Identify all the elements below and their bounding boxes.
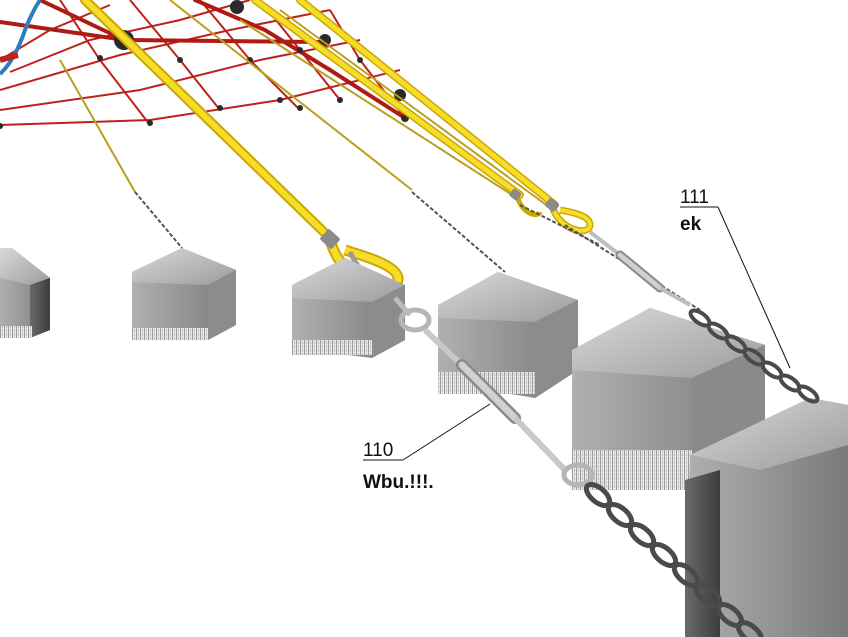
anchor-block <box>292 258 405 358</box>
turnbuckle-110 <box>393 296 595 488</box>
anchor-block <box>132 248 236 340</box>
blue-rope <box>0 0 42 76</box>
callout-110-label: Wbu.!!!. <box>363 472 434 493</box>
callout-110-number: 110 <box>363 440 393 461</box>
chain-110 <box>583 482 765 637</box>
turnbuckle-111 <box>588 230 691 307</box>
callout-111-label: ek <box>680 214 702 235</box>
callout-111-number: 111 <box>680 187 709 208</box>
thin-ropes <box>59 0 561 216</box>
callout-111: 111 ek <box>680 187 791 369</box>
anchor-block <box>572 308 765 490</box>
callout-111-leader <box>717 206 791 369</box>
anchor-block <box>0 248 50 338</box>
anchor-block <box>685 398 848 637</box>
net-main-ropes <box>0 0 407 120</box>
main-ropes <box>80 0 559 243</box>
red-stub <box>0 52 19 63</box>
ferrules <box>320 188 559 249</box>
callout-110: 110 Wbu.!!!. <box>363 403 491 493</box>
anchor-block <box>438 272 578 398</box>
chain-111 <box>688 308 820 404</box>
callout-110-leader <box>402 403 491 461</box>
